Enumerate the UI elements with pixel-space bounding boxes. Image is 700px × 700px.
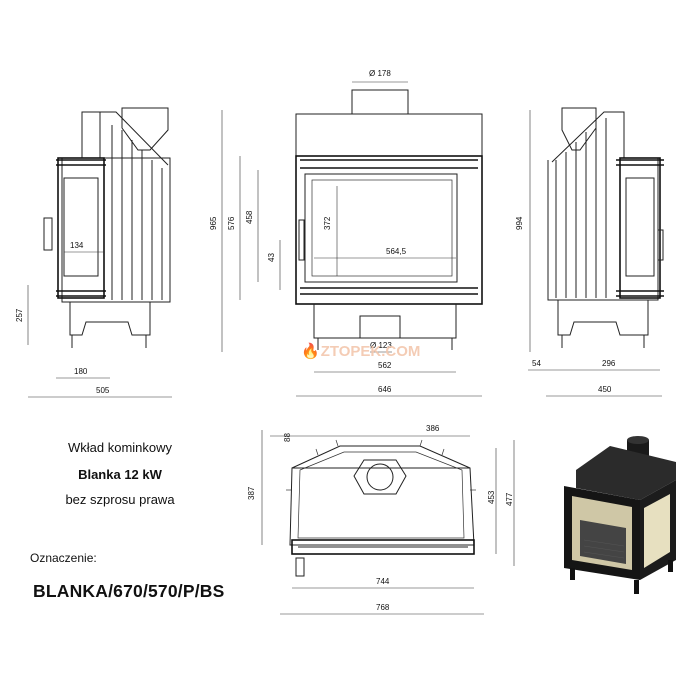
dim-458: 458 (245, 210, 254, 224)
product-type-label: Wkład kominkowy (67, 440, 173, 455)
watermark: 🔥ZTOPEK.COM (301, 342, 420, 360)
watermark-text: ZTOPEK.COM (320, 343, 421, 360)
dim-296: 296 (602, 359, 616, 368)
top-view: 386 88 387 453 477 744 768 (247, 424, 515, 615)
dim-994: 994 (515, 216, 524, 230)
dim-386: 386 (426, 424, 440, 433)
dim-134: 134 (70, 241, 84, 250)
dim-flue-top: Ø 178 (369, 69, 391, 78)
dim-744: 744 (376, 577, 390, 586)
right-side-view: 994 54 296 450 (515, 107, 664, 397)
designation-code: BLANKA/670/570/P/BS (33, 581, 225, 601)
dim-257: 257 (15, 308, 24, 322)
flame-icon: 🔥 (301, 343, 320, 360)
front-view: Ø 178 965 576 458 43 372 564,5 Ø 123 562 (209, 69, 483, 397)
dim-387: 387 (247, 486, 256, 500)
dim-564-5: 564,5 (386, 247, 407, 256)
dim-768: 768 (376, 603, 390, 612)
dim-372: 372 (323, 216, 332, 230)
dim-flue-bottom: Ø 123 (370, 341, 392, 350)
product-variant-label: bez szprosu prawa (65, 492, 175, 507)
dim-180: 180 (74, 367, 88, 376)
dim-453: 453 (487, 490, 496, 504)
dim-562: 562 (378, 361, 392, 370)
product-model-label: Blanka 12 kW (78, 467, 162, 482)
dim-43: 43 (267, 253, 276, 262)
dim-505: 505 (96, 386, 110, 395)
dim-450: 450 (598, 385, 612, 394)
dim-54: 54 (532, 359, 541, 368)
dim-477: 477 (505, 492, 514, 506)
left-side-view: 134 257 180 505 (15, 107, 172, 398)
designation-heading: Oznaczenie: (30, 551, 97, 565)
dim-965: 965 (209, 216, 218, 230)
fireplace-3d-render (564, 436, 676, 594)
dim-646: 646 (378, 385, 392, 394)
dim-576: 576 (227, 216, 236, 230)
dim-88: 88 (283, 433, 292, 442)
